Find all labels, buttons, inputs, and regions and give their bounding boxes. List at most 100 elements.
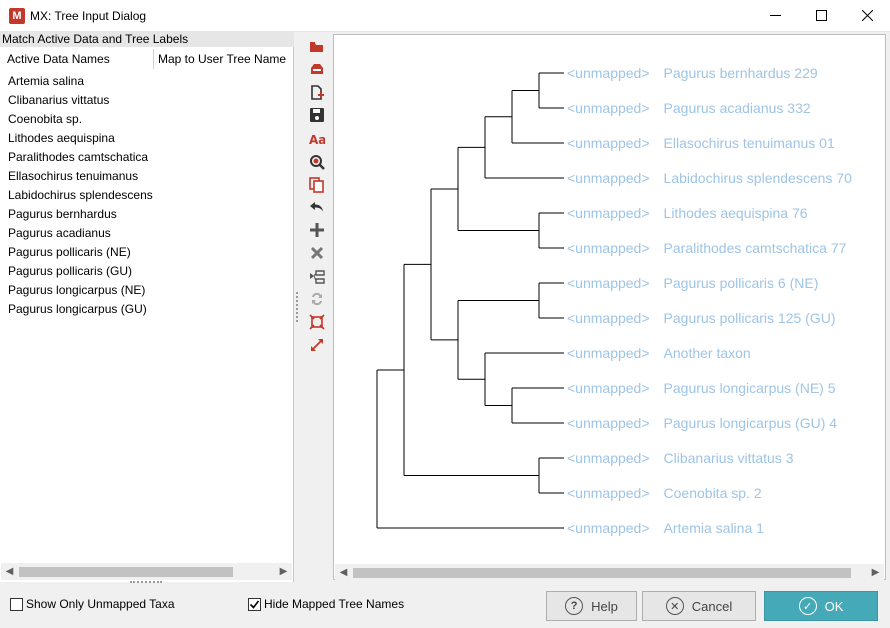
font-icon: Aa [309, 133, 325, 147]
scroll-thumb[interactable] [353, 568, 851, 578]
tree-leaf[interactable]: <unmapped> Lithodes aequispina 76 [567, 203, 808, 223]
leaf-name-label: Pagurus pollicaris 6 (NE) [663, 275, 819, 291]
tree-leaf[interactable]: <unmapped> Labidochirus splendescens 70 [567, 168, 852, 188]
leaf-status-label: <unmapped> [567, 520, 650, 536]
tree-leaf[interactable]: <unmapped>Pagurus pollicaris 125 (GU) [567, 308, 836, 328]
tree-leaf[interactable]: <unmapped>Ellasochirus tenuimanus 01 [567, 133, 835, 153]
leaf-name-label: Coenobita sp. 2 [663, 485, 762, 501]
checkmark-icon: ✓ [798, 597, 817, 615]
show-only-unmapped-checkbox[interactable]: Show Only Unmapped Taxa [10, 597, 175, 611]
swap-icon [312, 292, 322, 305]
expand-icon [311, 338, 323, 351]
list-item[interactable]: Labidochirus splendescens [8, 188, 153, 202]
leaf-name-label: Labidochirus splendescens 70 [663, 170, 852, 186]
list-item[interactable]: Pagurus pollicaris (GU) [8, 264, 133, 278]
cancel-icon: ✕ [665, 597, 684, 615]
list-item[interactable]: Ellasochirus tenuimanus [8, 169, 139, 183]
list-item[interactable]: Lithodes aequispina [8, 131, 115, 145]
open-folder-tool-button[interactable] [305, 35, 329, 58]
dialog-footer: Show Only Unmapped Taxa Hide Mapped Tree… [0, 585, 890, 628]
list-item[interactable]: Artemia salina [8, 74, 85, 88]
tree-leaf[interactable]: <unmapped>Pagurus longicarpus (NE) 5 [567, 378, 836, 398]
close-icon [861, 10, 873, 21]
new-file-tool-button[interactable] [305, 81, 329, 104]
delete-tool-button[interactable] [305, 241, 329, 264]
swap-tool-button[interactable] [305, 287, 329, 310]
tree-horizontal-scrollbar[interactable]: ◀ ▶ [335, 564, 884, 581]
save-icon [310, 107, 324, 122]
help-button-label: Help [591, 598, 618, 614]
tree-diagram [376, 72, 564, 529]
left-horizontal-scrollbar[interactable]: ◀ ▶ [1, 563, 292, 580]
list-item[interactable]: Pagurus longicarpus (NE) [8, 283, 146, 297]
list-item[interactable]: Pagurus bernhardus [8, 207, 117, 221]
checkbox-box[interactable] [248, 597, 261, 611]
checkbox-label: Hide Mapped Tree Names [264, 597, 405, 611]
leaf-status-label: <unmapped> [567, 380, 650, 396]
open-folder-icon [310, 41, 323, 52]
list-item[interactable]: Pagurus acadianus [8, 226, 111, 240]
fit-tool-button[interactable] [305, 310, 329, 333]
title-bar: M MX: Tree Input Dialog [0, 0, 890, 32]
undo-tool-button[interactable] [305, 195, 329, 218]
font-tool-button[interactable]: Aa [305, 127, 329, 150]
leaf-name-label: Paralithodes camtschatica 77 [663, 240, 847, 256]
cancel-button-label: Cancel [691, 598, 733, 614]
tree-leaf[interactable]: <unmapped> Paralithodes camtschatica 77 [567, 238, 846, 258]
leaf-name-label: Lithodes aequispina 76 [663, 205, 808, 221]
checkmark-icon [249, 600, 260, 609]
list-item[interactable]: Coenobita sp. [8, 112, 83, 126]
list-item[interactable]: Clibanarius vittatus [8, 93, 110, 107]
tree-leaf[interactable]: <unmapped>Pagurus pollicaris 6 (NE) [567, 273, 818, 293]
open-tree-tool-button[interactable] [305, 57, 329, 80]
add-tool-button[interactable] [305, 218, 329, 241]
leaf-status-label: <unmapped> [567, 205, 650, 221]
panel-header: Match Active Data and Tree Labels [0, 32, 294, 47]
vertical-splitter-grip[interactable] [296, 292, 299, 322]
column-header-active-data[interactable]: Active Data Names [7, 52, 110, 66]
open-tree-icon [311, 63, 323, 74]
scroll-thumb[interactable] [19, 567, 233, 577]
maximize-icon [815, 10, 827, 21]
expand-tool-button[interactable] [305, 333, 329, 356]
scroll-right-arrow-icon[interactable]: ▶ [279, 566, 288, 577]
app-logo-icon: M [9, 8, 25, 24]
scroll-right-arrow-icon[interactable]: ▶ [871, 567, 880, 578]
list-item[interactable]: Pagurus pollicaris (NE) [8, 245, 131, 259]
minimize-button[interactable] [752, 0, 798, 31]
tree-leaf[interactable]: <unmapped>Pagurus bernhardus 229 [567, 63, 818, 83]
scroll-left-arrow-icon[interactable]: ◀ [339, 567, 348, 578]
leaf-name-label: Pagurus bernhardus 229 [663, 65, 818, 81]
cancel-button[interactable]: ✕ Cancel [642, 591, 756, 621]
save-tool-button[interactable] [305, 103, 329, 126]
scroll-left-arrow-icon[interactable]: ◀ [5, 566, 14, 577]
ok-button[interactable]: ✓ OK [764, 591, 878, 621]
leaf-status-label: <unmapped> [567, 170, 650, 186]
hide-mapped-checkbox[interactable]: Hide Mapped Tree Names [248, 597, 404, 611]
search-tool-button[interactable] [305, 150, 329, 173]
list-item[interactable]: Paralithodes camtschatica [8, 150, 149, 164]
list-item[interactable]: Pagurus longicarpus (GU) [8, 302, 147, 316]
close-button[interactable] [844, 0, 890, 31]
tree-layout-tool-button[interactable] [305, 265, 329, 288]
delete-icon [310, 246, 324, 259]
leaf-status-label: <unmapped> [567, 240, 650, 256]
help-button[interactable]: ? Help [546, 591, 637, 621]
tree-leaf[interactable]: <unmapped> Coenobita sp. 2 [567, 483, 762, 503]
column-header-map-to-tree[interactable]: Map to User Tree Name [153, 49, 286, 69]
tree-leaf[interactable]: <unmapped>Pagurus longicarpus (GU) 4 [567, 413, 837, 433]
horizontal-splitter-grip[interactable] [130, 581, 162, 584]
leaf-status-label: <unmapped> [567, 135, 650, 151]
leaf-status-label: <unmapped> [567, 485, 650, 501]
checkbox-box[interactable] [10, 597, 23, 611]
tree-leaf[interactable]: <unmapped>Pagurus acadianus 332 [567, 98, 811, 118]
copy-tool-button[interactable] [305, 173, 329, 196]
tree-leaf[interactable]: <unmapped>Artemia salina 1 [567, 518, 764, 538]
help-icon: ? [565, 597, 584, 615]
leaf-name-label: Clibanarius vittatus 3 [663, 450, 794, 466]
tree-leaf[interactable]: <unmapped>Another taxon [567, 343, 751, 363]
tree-leaf[interactable]: <unmapped>Clibanarius vittatus 3 [567, 448, 793, 468]
maximize-button[interactable] [798, 0, 844, 31]
leaf-status-label: <unmapped> [567, 100, 650, 116]
